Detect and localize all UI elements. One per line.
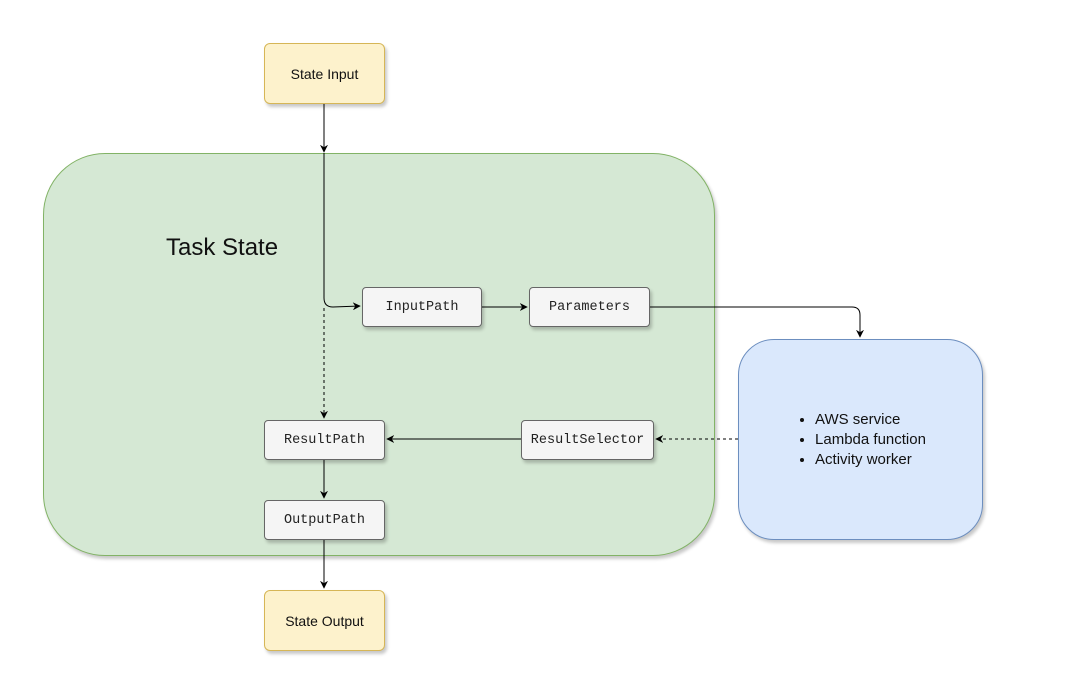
task-state-title: Task State xyxy=(166,234,279,261)
state-output-box: State Output xyxy=(264,590,385,651)
input-path-box: InputPath xyxy=(362,287,482,327)
parameters-box: Parameters xyxy=(529,287,650,327)
task-state-container xyxy=(43,153,715,556)
task-target-box: AWS service Lambda function Activity wor… xyxy=(738,339,983,540)
target-item-activity-worker: Activity worker xyxy=(815,450,926,470)
target-item-lambda-function: Lambda function xyxy=(815,430,926,450)
task-target-list: AWS service Lambda function Activity wor… xyxy=(795,410,926,470)
arrow-parameters-to-target xyxy=(650,306,864,338)
target-item-aws-service: AWS service xyxy=(815,410,926,430)
state-input-box: State Input xyxy=(264,43,385,104)
result-selector-box: ResultSelector xyxy=(521,420,654,460)
output-path-box: OutputPath xyxy=(264,500,385,540)
arrow-to-input-path xyxy=(323,153,361,311)
result-path-box: ResultPath xyxy=(264,420,385,460)
